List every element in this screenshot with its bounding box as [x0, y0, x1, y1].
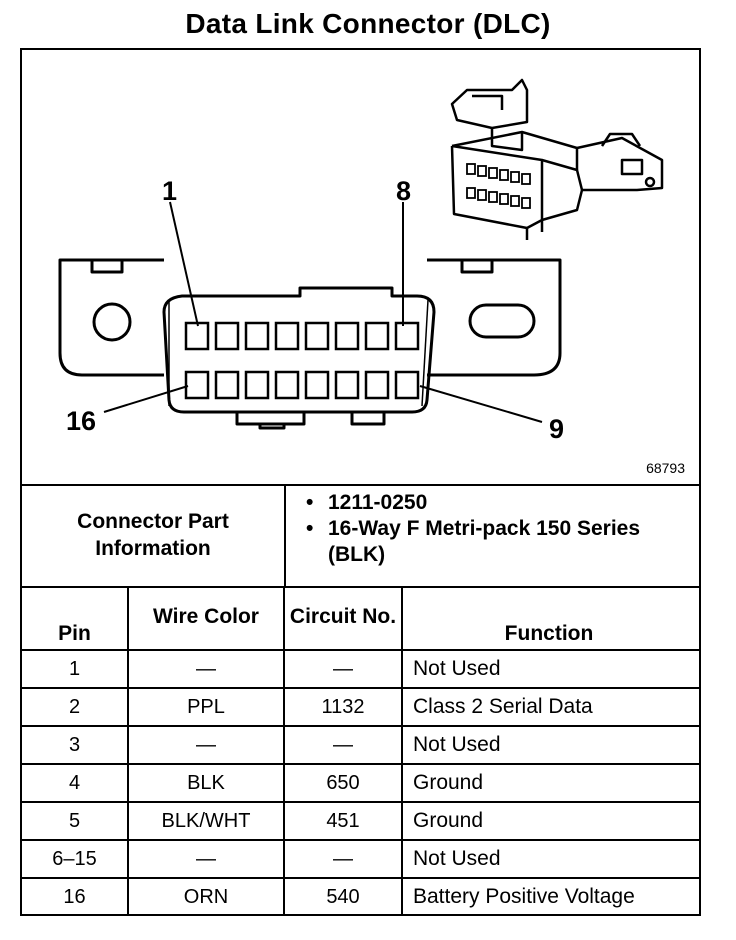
pin-callout-1: 1	[162, 176, 177, 206]
function-cell: Ground	[402, 801, 699, 840]
pin-cell: 2	[22, 687, 129, 726]
header-function: Function	[402, 586, 699, 651]
left-mounting-hole	[92, 302, 132, 342]
circuit-cell: —	[284, 839, 403, 878]
pin-leader-lines	[103, 201, 543, 423]
pin-cell: 3	[22, 725, 129, 764]
table-row: 4 BLK 650 Ground	[22, 763, 699, 802]
pin-cell: 16	[22, 877, 129, 915]
pinout-table: Pin Wire Color Circuit No. Function 1 — …	[22, 586, 699, 915]
pin-callout-8: 8	[396, 176, 411, 206]
pin-callout-9: 9	[549, 414, 564, 444]
function-cell: Ground	[402, 763, 699, 802]
table-row: 5 BLK/WHT 451 Ground	[22, 801, 699, 840]
function-cell: Class 2 Serial Data	[402, 687, 699, 726]
circuit-cell: 650	[284, 763, 403, 802]
header-pin: Pin	[22, 586, 129, 651]
pin-cell: 5	[22, 801, 129, 840]
connector-body	[162, 286, 436, 414]
function-cell: Not Used	[402, 839, 699, 878]
header-circuit-no: Circuit No.	[284, 586, 403, 651]
connector-info-list: 1211-0250 16-Way F Metri-pack 150 Series…	[288, 490, 688, 568]
wire-color-cell: —	[128, 650, 285, 688]
table-row: 16 ORN 540 Battery Positive Voltage	[22, 877, 699, 915]
circuit-cell: —	[284, 725, 403, 764]
connector-sheet: 1 8 16 9	[20, 48, 701, 916]
circuit-cell: 451	[284, 801, 403, 840]
connector-info-label: Connector Part Information	[22, 484, 286, 586]
wire-color-cell: —	[128, 725, 285, 764]
pin-row-top	[184, 321, 420, 351]
dlc-connector-drawing: 1 8 16 9	[58, 78, 664, 444]
header-wire-color: Wire Color	[128, 586, 285, 651]
circuit-cell: 1132	[284, 687, 403, 726]
connector-figure: 1 8 16 9	[22, 50, 699, 486]
function-cell: Not Used	[402, 725, 699, 764]
connector-part-info: Connector Part Information 1211-0250 16-…	[22, 484, 699, 588]
wire-color-cell: ORN	[128, 877, 285, 915]
pin-cell: 1	[22, 650, 129, 688]
page-title: Data Link Connector (DLC)	[185, 8, 551, 39]
wire-color-cell: PPL	[128, 687, 285, 726]
function-cell: Not Used	[413, 657, 501, 680]
figure-code: 68793	[646, 460, 685, 476]
pin-cell: 4	[22, 763, 129, 802]
circuit-cell: 540	[284, 877, 403, 915]
pin-callout-16: 16	[66, 406, 96, 436]
pin-row-bottom	[184, 370, 420, 400]
table-row: 2 PPL 1132 Class 2 Serial Data	[22, 687, 699, 726]
right-mounting-slot	[468, 303, 536, 339]
left-mounting-ear	[58, 258, 164, 377]
connector-type: 16-Way F Metri-pack 150 Series (BLK)	[306, 516, 688, 568]
pin-cell: 6–15	[22, 839, 129, 878]
connector-perspective-view	[450, 78, 664, 240]
circuit-cell: —	[284, 650, 403, 688]
wire-color-cell: BLK/WHT	[128, 801, 285, 840]
wire-color-cell: BLK	[128, 763, 285, 802]
table-row: 1 — — Not Used	[22, 650, 699, 688]
part-number: 1211-0250	[306, 490, 688, 516]
right-mounting-ear	[427, 258, 562, 377]
table-row: 3 — — Not Used	[22, 725, 699, 764]
table-row: 6–15 — — Not Used	[22, 839, 699, 878]
perspective-pin-cavities	[466, 163, 531, 209]
function-cell: Battery Positive Voltage	[402, 877, 699, 915]
wire-color-cell: —	[128, 839, 285, 878]
